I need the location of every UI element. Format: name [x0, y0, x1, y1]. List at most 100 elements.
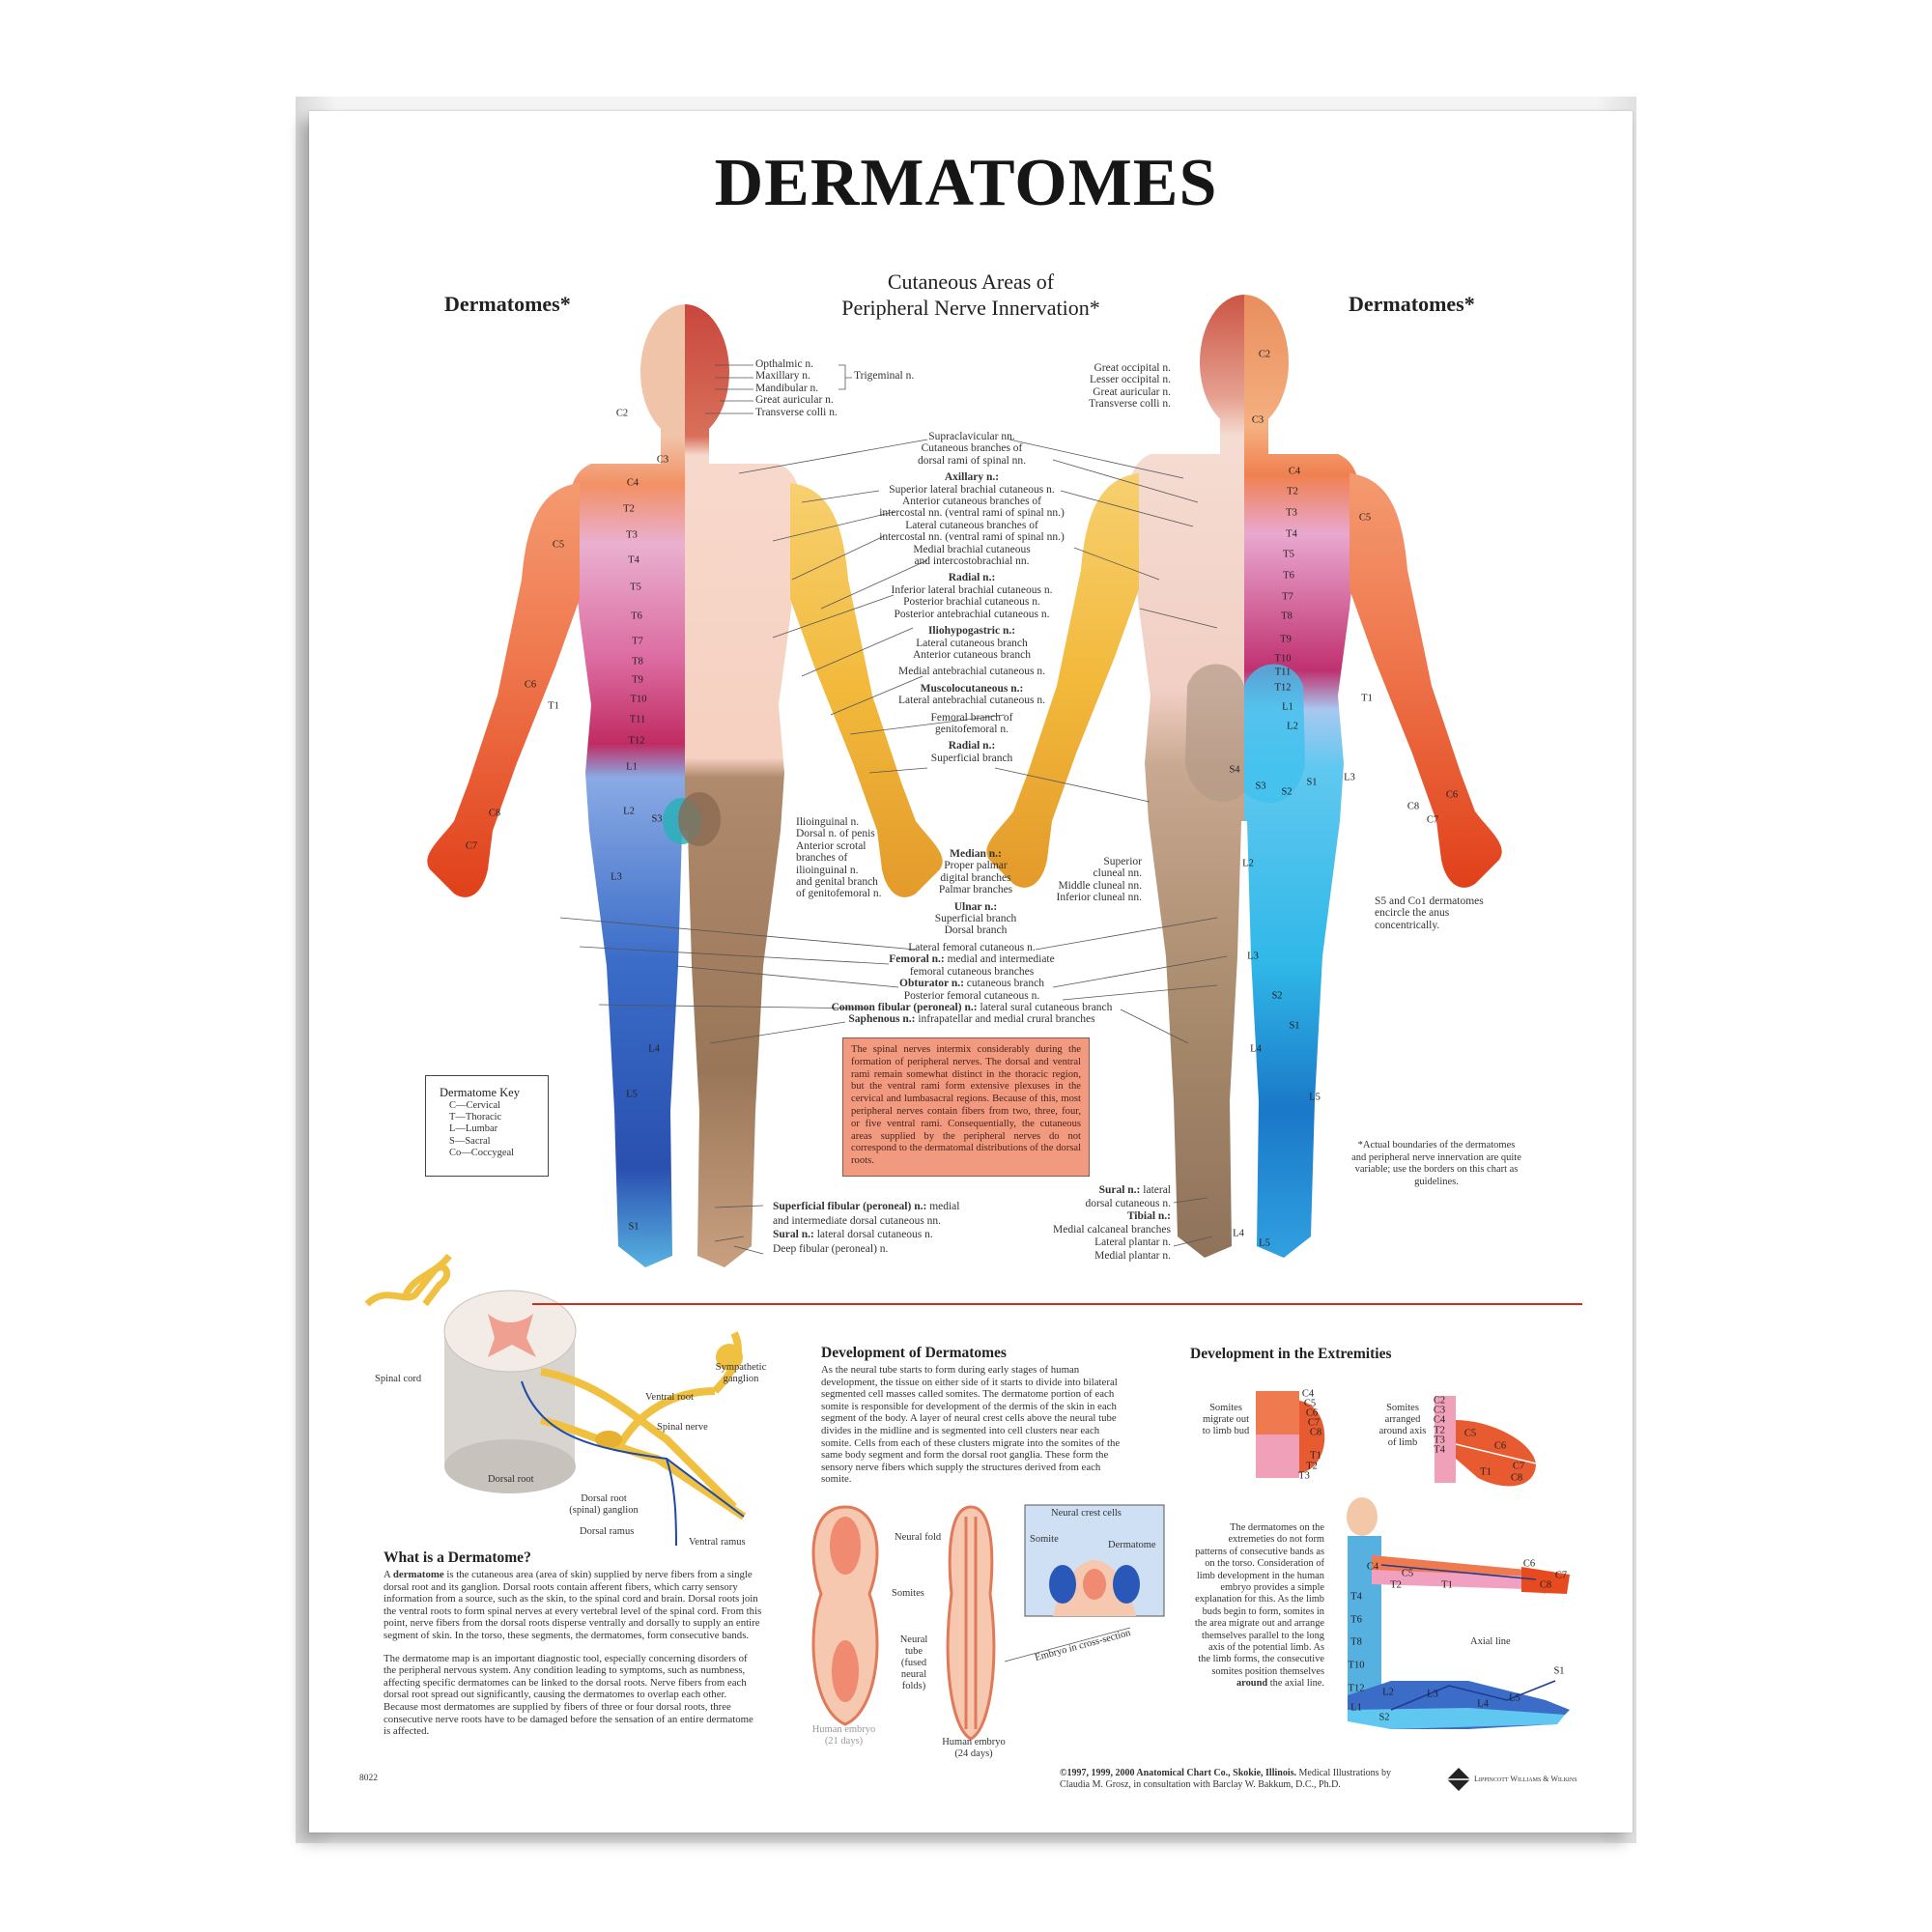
groin-label: ilioinguinal n. [796, 864, 859, 876]
nerve-label: Inferior lateral brachial cutaneous n. [827, 584, 1117, 596]
key-item-coccygeal: Co—Coccygeal [449, 1147, 515, 1158]
foot-back-label-text: lateral [1140, 1184, 1171, 1196]
key-item-thoracic: T—Thoracic [449, 1112, 502, 1123]
leg-nerve-label: Saphenous n.: infrapatellar and medial c… [779, 1013, 1165, 1025]
bud1-dermatome-label: C6 [1305, 1407, 1319, 1419]
groin-label: branches of [796, 852, 848, 865]
leg-nerve-label: femoral cutaneous branches [779, 966, 1165, 978]
front-dermatome-label: C8 [488, 808, 501, 819]
what-is-title: What is a Dermatome? [384, 1549, 531, 1566]
anus-note-line: concentrically. [1375, 919, 1440, 931]
back-dermatome-label: L4 [1250, 1043, 1262, 1055]
credit-line: Claudia M. Grosz, in consultation with B… [1060, 1779, 1341, 1790]
poster-code: 8022 [359, 1774, 378, 1783]
front-dermatome-label: T10 [630, 694, 647, 705]
figure-dermatome-label: L3 [1427, 1689, 1438, 1700]
bud1-dermatome-label: T2 [1306, 1461, 1318, 1472]
leg-nerve-label: Obturator n.: cutaneous branch [779, 978, 1165, 989]
label-ventral-ramus: Ventral ramus [689, 1537, 746, 1548]
hand-nerve-label: Dorsal branch [918, 924, 1034, 936]
head-back-labels: Great occipital n. Lesser occipital n. G… [1026, 362, 1171, 411]
what-is-paragraph-1: A dermatome is the cutaneous area (area … [384, 1569, 762, 1642]
extremities-text: The dermatomes on the extremeties do not… [1194, 1522, 1324, 1690]
nerve-label-text: Lateral cutaneous branches of [905, 519, 1038, 531]
label-axial-line: Axial line [1470, 1636, 1511, 1647]
figure-dermatome-label: L4 [1477, 1698, 1489, 1710]
front-dermatome-label: T5 [630, 582, 641, 593]
label-mandibular: Mandibular n. [755, 382, 819, 394]
back-dermatome-label: C4 [1288, 466, 1301, 477]
groin-label: Dorsal n. of penis [796, 828, 875, 840]
front-body-figure [427, 304, 943, 1267]
nerve-label: Radial n.: [827, 572, 1117, 583]
leg-nerve-label-text: Posterior femoral cutaneous n. [903, 989, 1040, 1002]
front-dermatome-label: T7 [632, 636, 643, 647]
bud2-dermatome-label: C6 [1493, 1440, 1507, 1452]
bud2-dermatome-label: C7 [1512, 1461, 1525, 1472]
figure-dermatome-label: S1 [1553, 1665, 1565, 1677]
nerve-label: Anterior cutaneous branches of [827, 496, 1117, 507]
nerve-label-text: Femoral branch of [930, 711, 1013, 724]
back-dermatome-label: T1 [1361, 693, 1373, 704]
figure-dermatome-label: C5 [1401, 1568, 1414, 1579]
bud2-dermatome-label: T4 [1434, 1444, 1445, 1456]
leg-nerve-label-text: femoral cutaneous branches [909, 965, 1035, 978]
nerve-label: dorsal rami of spinal nn. [827, 455, 1117, 467]
label-transverse-colli: Transverse colli n. [755, 406, 838, 418]
foot-back-label: Sural n.: lateral [978, 1184, 1171, 1198]
nerve-label: Lateral cutaneous branch [827, 638, 1117, 649]
extremity-figure [1347, 1497, 1570, 1729]
hand-nerve-label: Proper palmar [918, 860, 1034, 871]
foot-front-label-text: and intermediate dorsal cutaneous nn. [773, 1214, 942, 1227]
foot-back-label-bold: Tibial n.: [1126, 1210, 1171, 1222]
head-front-labels: Opthalmic n. Maxillary n. Mandibular n. … [755, 358, 838, 418]
nerve-label-text: Posterior antebrachial cutaneous n. [894, 608, 1050, 620]
figure-dermatome-label: C4 [1366, 1561, 1379, 1573]
leg-nerve-label: Femoral n.: medial and intermediate [779, 953, 1165, 965]
poster-title: DERMATOMES [714, 146, 1218, 220]
development-text: As the neural tube starts to form during… [821, 1364, 1121, 1486]
figure-dermatome-label: T1 [1441, 1579, 1453, 1591]
label-somite: Somite [1030, 1534, 1059, 1545]
center-labels-lower: Lateral femoral cutaneous n.Femoral n.: … [779, 942, 1165, 1026]
label-somites-migrate: Somites migrate out to limb bud [1202, 1403, 1250, 1436]
foot-back-label-text: Medial plantar n. [1094, 1249, 1171, 1262]
back-dermatome-label: C3 [1251, 414, 1264, 426]
nerve-label: Medial antebrachial cutaneous n. [827, 666, 1117, 677]
groin-label: of genitofemoral n. [796, 888, 882, 900]
figure-dermatome-label: C7 [1554, 1570, 1568, 1581]
back-dermatome-label: C8 [1406, 801, 1420, 812]
bud1-dermatome-label: C8 [1309, 1427, 1322, 1438]
leg-nerve-label: Lateral femoral cutaneous n. [779, 942, 1165, 953]
foot-back-label: Tibial n.: [978, 1210, 1171, 1224]
p1-rest: is the cutaneous area (area of skin) sup… [384, 1569, 762, 1641]
front-dermatome-label: S3 [651, 813, 663, 825]
copyright-bold: ©1997, 1999, 2000 Anatomical Chart Co., … [1060, 1768, 1296, 1778]
foot-back-label: Lateral plantar n. [978, 1236, 1171, 1250]
development-title: Development of Dermatomes [821, 1345, 1007, 1361]
spinal-cord-illustration [364, 1253, 747, 1547]
nerve-label-text: dorsal rami of spinal nn. [917, 454, 1027, 467]
figure-dermatome-label: L2 [1382, 1687, 1394, 1698]
nerve-label-text: Lateral cutaneous branch [916, 637, 1028, 649]
foot-back-label-text: Medial calcaneal branches [1053, 1223, 1171, 1236]
groin-label: Ilioinguinal n. [796, 816, 860, 828]
bud2-dermatome-label: C3 [1433, 1405, 1446, 1416]
back-dermatome-label: L4 [1233, 1228, 1244, 1239]
back-dermatome-label: S4 [1229, 764, 1240, 776]
back-dermatome-label: S2 [1281, 786, 1293, 798]
foot-front-label-text: medial [926, 1201, 960, 1212]
bud1-dermatome-label: T3 [1298, 1470, 1310, 1482]
leg-nerve-label-text: Lateral femoral cutaneous n. [908, 942, 1036, 953]
bud1-dermatome-label: C4 [1301, 1388, 1315, 1400]
nerve-label-text: Anterior cutaneous branch [913, 648, 1031, 661]
front-dermatome-label: L2 [623, 806, 635, 817]
back-dermatome-label: T10 [1274, 653, 1292, 665]
nerve-label: intercostal nn. (ventral rami of spinal … [827, 507, 1117, 519]
label-great-auricular: Great auricular n. [755, 394, 834, 407]
nerve-label: Superior lateral brachial cutaneous n. [827, 484, 1117, 496]
